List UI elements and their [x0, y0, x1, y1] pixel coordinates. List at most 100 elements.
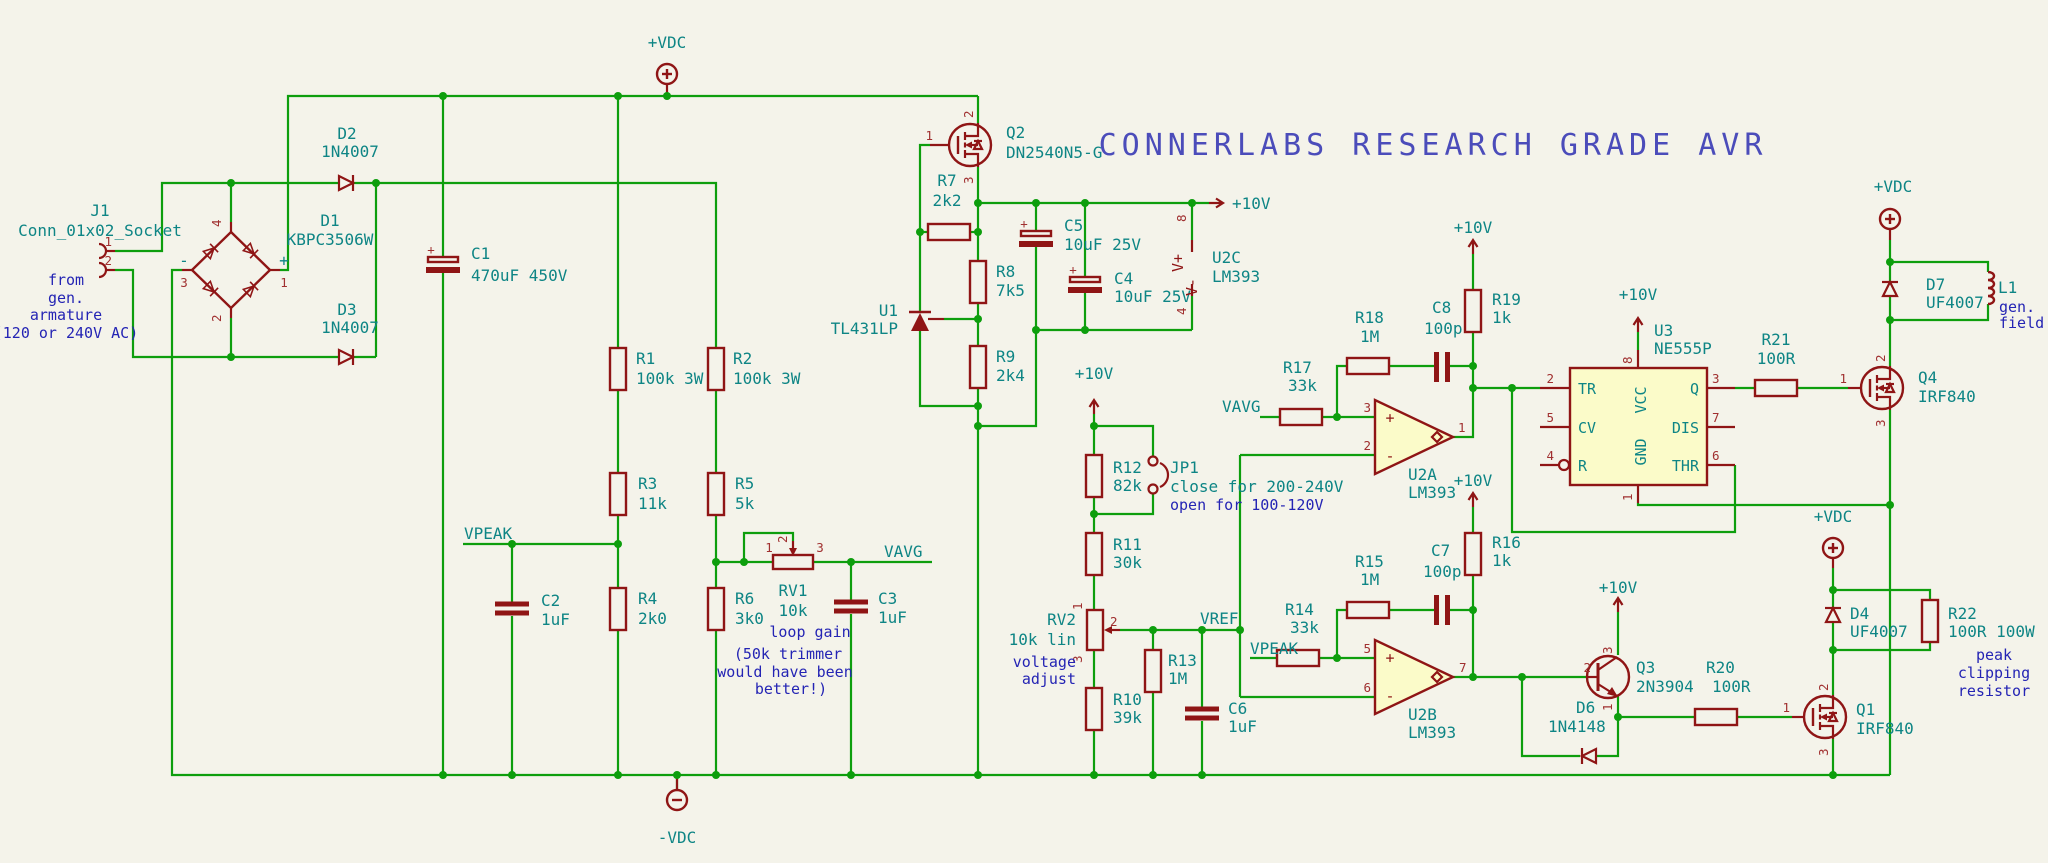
R18-value: 1M — [1360, 327, 1379, 346]
power-symbols: +VDC +VDC +VDC -VDC +10V +10V +10V +10V … — [648, 33, 1913, 847]
R11-value: 30k — [1113, 553, 1142, 572]
D7-value: UF4007 — [1926, 293, 1984, 312]
net-vref: VREF — [1200, 609, 1239, 628]
U3-THR-label: THR — [1672, 457, 1700, 475]
D1-ref: D1 — [320, 211, 339, 230]
U2B-open-collector-mark — [1430, 670, 1444, 684]
C7-value: 100p — [1423, 562, 1462, 581]
resistor-R6: R6 3k0 — [706, 586, 764, 632]
resistor-R21: R21 100R — [1753, 330, 1799, 398]
timer-U3: 2 5 4 8 1 3 7 6 TR CV R VCC GND Q DIS TH… — [1546, 321, 1719, 501]
C8-ref: C8 — [1432, 298, 1451, 317]
diode-D3: D3 1N4007 — [321, 300, 379, 367]
R21-ref: R21 — [1762, 330, 1791, 349]
resistor-R16: R16 1k — [1463, 531, 1521, 577]
U2A-ref: U2A — [1408, 465, 1437, 484]
resistor-R2: R2 100k 3W — [706, 346, 801, 392]
capacitor-C1: + C1 470uF 450V — [426, 242, 568, 285]
C6-value: 1uF — [1228, 717, 1257, 736]
C4-plus-mark: + — [1069, 262, 1077, 277]
Q4-pin3: 3 — [1873, 419, 1888, 427]
net-vavg-2: VAVG — [1222, 397, 1261, 416]
U3-pin5: 5 — [1546, 410, 1554, 425]
mosfet-Q2: 1 2 3 Q2 DN2540N5-G — [925, 110, 1102, 184]
U2A-pin1: 1 — [1458, 420, 1466, 435]
J1-value: Conn_01x02_Socket — [18, 221, 182, 240]
capacitor-C4: + C4 10uF 25V — [1068, 262, 1191, 306]
diode-D7: D7 UF4007 — [1880, 275, 1984, 312]
D3-ref: D3 — [337, 300, 356, 319]
D2-ref: D2 — [337, 124, 356, 143]
R1-value: 100k 3W — [636, 369, 704, 388]
resistor-R15: R15 1M — [1345, 552, 1391, 620]
resistor-R5: R5 5k — [706, 471, 755, 517]
notes: from gen. armature (120 or 240V AC) loop… — [0, 271, 2044, 700]
RV1-value: 10k — [779, 601, 808, 620]
R6-value: 3k0 — [735, 609, 764, 628]
U2B-plus-input-mark: + — [1385, 649, 1394, 667]
vdc-plus-symbol-clip — [1821, 536, 1845, 560]
Q2-value: DN2540N5-G — [1006, 143, 1102, 162]
capacitor-C2: C2 1uF — [495, 591, 570, 629]
D6-ref: D6 — [1576, 698, 1595, 717]
U3-GND-label: GND — [1632, 438, 1650, 465]
U3-pin3: 3 — [1712, 371, 1720, 386]
R8-ref: R8 — [996, 262, 1015, 281]
D6-value: 1N4148 — [1548, 717, 1606, 736]
D1-pin2: 2 — [209, 314, 224, 322]
U1-value: TL431LP — [831, 319, 898, 338]
RV2-ref: RV2 — [1047, 610, 1076, 629]
U2C-ref: U2C — [1212, 248, 1241, 267]
vdc-minus-symbol — [665, 788, 689, 812]
R4-value: 2k0 — [638, 609, 667, 628]
resistor-R13: R13 1M — [1143, 648, 1197, 694]
RV2-pin3: 3 — [1070, 655, 1085, 663]
v10-arrow-q3 — [1612, 596, 1624, 614]
R7-value: 2k2 — [933, 191, 962, 210]
note-l1-line2: field — [1999, 314, 2044, 332]
U2B-minus-input-mark: - — [1385, 687, 1394, 705]
U3-pin4: 4 — [1546, 448, 1554, 463]
RV1-ref: RV1 — [779, 581, 808, 600]
Q1-ref: Q1 — [1856, 700, 1875, 719]
opamp-U2A: + - 3 2 1 U2A LM393 — [1363, 398, 1466, 502]
vdc-plus-symbol-field — [1878, 207, 1902, 231]
wires — [115, 94, 1990, 789]
R13-value: 1M — [1168, 669, 1187, 688]
J1-ref: J1 — [90, 201, 109, 220]
D1-pin4: 4 — [209, 219, 224, 227]
resistor-R8: R8 7k5 — [968, 259, 1025, 305]
U2A-minus-input-mark: - — [1385, 447, 1394, 465]
C4-value: 10uF 25V — [1114, 287, 1191, 306]
J1-pin2: 2 — [104, 253, 112, 268]
U2A-value: LM393 — [1408, 483, 1456, 502]
Q2-ref: Q2 — [1006, 123, 1025, 142]
junctions — [227, 92, 1894, 779]
v10-label-r12: +10V — [1075, 364, 1114, 383]
R14-value: 33k — [1290, 618, 1319, 637]
U3-CV-label: CV — [1578, 419, 1596, 437]
U2C-pin8: 8 — [1174, 214, 1189, 222]
C5-value: 10uF 25V — [1064, 235, 1141, 254]
connector-J1: 1 2 J1 Conn_01x02_Socket — [18, 201, 182, 279]
R9-ref: R9 — [996, 347, 1015, 366]
R22-value: 100R 100W — [1948, 622, 2035, 641]
U2C-pin4: 4 — [1174, 307, 1189, 315]
vdc-plus-label-clip: +VDC — [1814, 507, 1853, 526]
jumper-JP1: JP1 — [1147, 455, 1199, 495]
R2-value: 100k 3W — [733, 369, 801, 388]
Q4-ref: Q4 — [1918, 368, 1937, 387]
R16-ref: R16 — [1492, 533, 1521, 552]
bridge-rectifier-D1: 4 3 1 2 - + D1 KBPC3506W — [179, 211, 374, 322]
mosfet-Q1: 1 2 3 Q1 IRF840 — [1782, 683, 1913, 756]
R6-ref: R6 — [735, 589, 754, 608]
R4-ref: R4 — [638, 589, 657, 608]
opamp-U2B: + - 5 6 7 U2B LM393 — [1363, 638, 1467, 742]
resistor-R9: R9 2k4 — [968, 344, 1025, 390]
R15-ref: R15 — [1355, 552, 1384, 571]
diode-D6: D6 1N4148 — [1548, 698, 1606, 766]
R5-value: 5k — [735, 494, 755, 513]
R3-ref: R3 — [638, 474, 657, 493]
Q3-ref: Q3 — [1636, 658, 1655, 677]
D4-value: UF4007 — [1850, 622, 1908, 641]
